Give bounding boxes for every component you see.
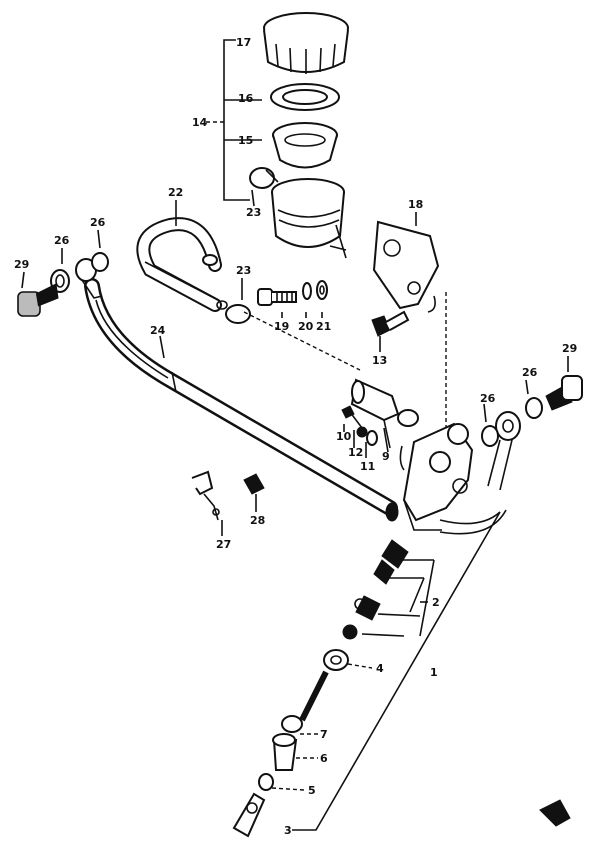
label-23-lower: 23	[236, 264, 251, 277]
reservoir-hose	[136, 217, 222, 312]
outlet-pipe	[439, 511, 501, 525]
label-28: 28	[250, 514, 265, 527]
label-11: 11	[360, 460, 375, 473]
hose-clip	[191, 470, 265, 521]
left-banjo	[17, 252, 109, 317]
label-23-upper: 23	[246, 206, 261, 219]
label-22: 22	[168, 186, 183, 199]
label-10: 10	[336, 430, 352, 443]
label-29-left: 29	[14, 258, 29, 271]
label-2: 2	[432, 596, 440, 609]
callout-labels: 17 16 14 15 22 23 18 26 26 29 23 19 20 2…	[14, 36, 577, 837]
reservoir-outlet	[329, 245, 347, 251]
label-15: 15	[238, 134, 253, 147]
label-26-c: 26	[522, 366, 538, 379]
small-screws	[341, 405, 405, 471]
label-19: 19	[274, 320, 289, 333]
label-12: 12	[348, 446, 363, 459]
label-9: 9	[382, 450, 390, 463]
master-cylinder-body	[402, 422, 474, 531]
assembly-line-1	[243, 311, 361, 371]
hose-connector	[350, 378, 419, 427]
label-14: 14	[192, 116, 208, 129]
brake-hose	[84, 278, 399, 522]
reservoir-body	[271, 178, 347, 259]
front-arrow-icon	[539, 799, 571, 827]
label-3: 3	[284, 824, 292, 837]
right-banjo	[481, 375, 583, 491]
leader-14	[206, 39, 262, 201]
label-26-a: 26	[90, 216, 106, 229]
reservoir-bracket	[372, 220, 440, 313]
label-21: 21	[316, 320, 331, 333]
label-7: 7	[320, 728, 328, 741]
leaders-lower	[271, 511, 501, 831]
label-27: 27	[216, 538, 231, 551]
label-4: 4	[376, 662, 384, 675]
hose-clamp-lower	[216, 300, 251, 324]
reservoir-screw	[257, 288, 297, 306]
diaphragm	[272, 122, 338, 169]
label-24: 24	[150, 324, 166, 337]
label-20: 20	[298, 320, 314, 333]
diaphragm-plate	[270, 83, 340, 111]
label-26-b: 26	[54, 234, 70, 247]
label-29-right: 29	[562, 342, 577, 355]
label-17: 17	[236, 36, 251, 49]
label-16: 16	[238, 92, 254, 105]
reservoir-cap	[263, 12, 349, 74]
bracket-bolt	[371, 310, 410, 337]
label-26-d: 26	[480, 392, 496, 405]
label-18: 18	[408, 198, 423, 211]
outlet-pipe-2	[439, 509, 507, 535]
label-13: 13	[372, 354, 387, 367]
leaders-upper	[21, 189, 569, 536]
label-1: 1	[430, 666, 438, 679]
piston-assembly	[232, 539, 409, 838]
label-6: 6	[320, 752, 328, 765]
label-5: 5	[308, 784, 316, 797]
hose-clamp-upper	[249, 167, 279, 189]
washers-20-21	[302, 280, 328, 300]
